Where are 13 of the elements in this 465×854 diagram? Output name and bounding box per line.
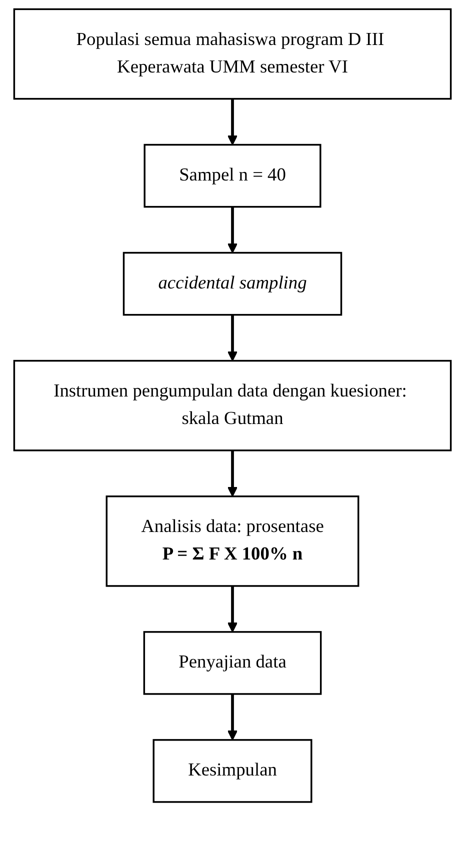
arrow [227, 314, 238, 362]
node-box: Penyajian data [143, 631, 322, 695]
arrow [227, 98, 238, 146]
arrow [227, 694, 238, 740]
arrow [227, 586, 238, 632]
node-box: Kesimpulan [152, 739, 312, 803]
node-box: Populasi semua mahasiswa program D III Keperawata UMM semester VI [13, 8, 452, 100]
node-box: Instrumen pengumpulan data dengan kuesioner: skala Gutman [13, 360, 452, 452]
node-box: Analisis data: prosentase P = Σ F X 100% n [106, 496, 360, 587]
arrow [227, 450, 238, 497]
arrow [227, 206, 238, 254]
node-box: Sampel n = 40 [144, 144, 322, 208]
node-box: accidental sampling [122, 252, 342, 316]
